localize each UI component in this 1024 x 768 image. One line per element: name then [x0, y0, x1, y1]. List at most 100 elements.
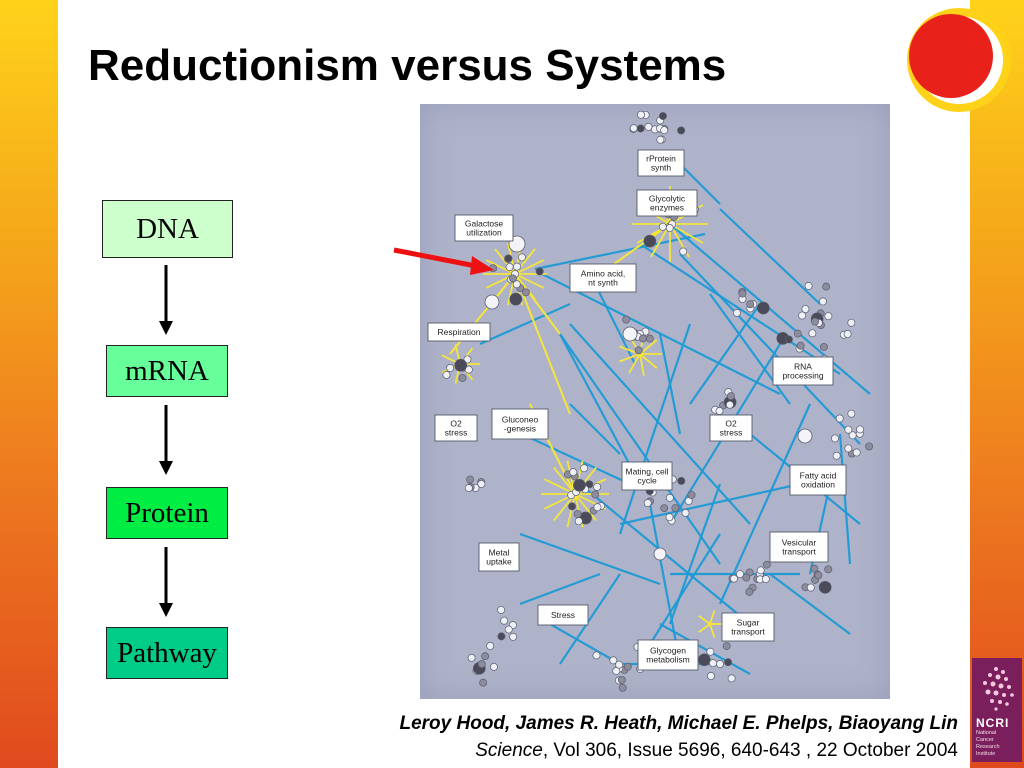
pathway-label-box	[454, 214, 514, 242]
edge-blue	[719, 208, 821, 305]
network-node	[745, 587, 754, 596]
pathway-label-text: uptake	[486, 557, 512, 567]
network-node	[481, 652, 490, 661]
pathway-label-text: stress	[445, 428, 468, 438]
edge-blue	[594, 283, 636, 365]
pathway-label-text: Glycolytic	[649, 194, 686, 204]
network-node	[658, 112, 667, 120]
network-node	[814, 571, 823, 580]
pathway-label: Amino acid,nt synth	[569, 263, 637, 293]
network-node	[818, 297, 827, 306]
network-node	[742, 573, 751, 582]
pathway-label-box	[637, 639, 699, 671]
pathway-label-text: transport	[782, 547, 816, 557]
network-node	[573, 510, 582, 518]
network-node	[638, 334, 647, 343]
slide-title: Reductionism versus Systems	[88, 41, 727, 90]
edge-yellow	[669, 223, 704, 244]
ncri-subtitle-4: Institute	[976, 751, 996, 757]
pathway-label-text: synth	[651, 163, 672, 173]
network-node	[643, 499, 652, 507]
network-node	[504, 254, 513, 263]
network-node	[709, 659, 717, 668]
network-node	[629, 124, 638, 133]
flow-step-mrna: mRNA	[106, 345, 228, 397]
network-node	[730, 574, 738, 583]
network-node	[677, 476, 686, 485]
network-node	[512, 280, 521, 289]
edge-blue	[559, 573, 621, 665]
citation-details: , Vol 306, Issue 5696, 640-643 , 22 Octo…	[542, 740, 958, 761]
pathway-label-text: Mating, cell	[626, 467, 669, 477]
network-edges	[441, 163, 871, 675]
network-node	[484, 294, 500, 310]
edge-yellow	[709, 610, 716, 625]
network-node	[835, 414, 844, 423]
edge-blue	[679, 253, 861, 445]
network-node	[497, 605, 506, 614]
ncri-logo-text: NCRI National Cancer Research Institute	[976, 716, 1009, 758]
pathway-label: Stress	[537, 604, 589, 626]
pathway-label-box	[427, 322, 491, 342]
network-node	[623, 662, 632, 671]
network-node	[727, 674, 736, 683]
network-node	[513, 262, 521, 271]
network-node	[458, 373, 467, 382]
edge-yellow	[514, 259, 545, 275]
flow-arrows	[159, 265, 173, 617]
network-node	[844, 425, 853, 434]
edge-yellow	[553, 466, 576, 495]
network-node	[615, 660, 624, 669]
edge-blue	[769, 573, 851, 635]
network-node	[517, 253, 526, 262]
network-node	[706, 672, 715, 680]
network-node	[819, 342, 828, 351]
edge-yellow	[514, 273, 561, 335]
pathway-label-text: utilization	[466, 228, 502, 238]
network-node	[865, 442, 874, 451]
network-node	[609, 656, 618, 665]
network-node	[645, 334, 654, 343]
network-node	[497, 632, 506, 641]
pathway-label-box	[569, 263, 637, 293]
pathway-label-text: transport	[731, 627, 765, 637]
edge-yellow	[619, 353, 641, 363]
network-node	[535, 267, 544, 276]
network-node	[665, 493, 674, 502]
edge-blue	[838, 433, 852, 565]
network-node	[477, 660, 486, 669]
network-node	[466, 475, 475, 484]
pathway-label-text: oxidation	[801, 480, 835, 490]
edge-blue	[668, 483, 722, 625]
network-node	[486, 642, 495, 650]
pathway-label-text: RNA	[794, 362, 812, 372]
pathway-label-text: rProtein	[646, 154, 676, 164]
network-node	[509, 274, 517, 283]
pathway-label-box	[709, 414, 753, 442]
edge-blue	[679, 163, 721, 205]
network-node	[793, 329, 802, 338]
edge-blue	[658, 333, 682, 435]
pathway-label-text: O2	[725, 419, 737, 429]
edge-blue	[639, 243, 841, 375]
network-node	[697, 653, 711, 667]
pathway-label: Gluconeo-genesis	[491, 408, 549, 440]
red-pointer-arrow-icon	[393, 247, 494, 275]
pathway-label-text: Amino acid,	[581, 269, 625, 279]
network-node	[831, 434, 839, 443]
flow-step-dna: DNA	[102, 200, 233, 258]
pathway-label-box	[789, 464, 847, 496]
pathway-label-box	[478, 542, 520, 572]
down-arrow-icon	[159, 405, 173, 475]
pathway-label-text: O2	[450, 419, 462, 429]
edge-blue	[709, 293, 791, 405]
pathway-label-text: Glycogen	[650, 646, 686, 656]
ncri-dots-icon	[983, 667, 1014, 711]
network-node	[591, 490, 600, 499]
pathway-label-text: processing	[782, 371, 823, 381]
network-node	[756, 301, 770, 315]
network-node	[643, 234, 657, 248]
